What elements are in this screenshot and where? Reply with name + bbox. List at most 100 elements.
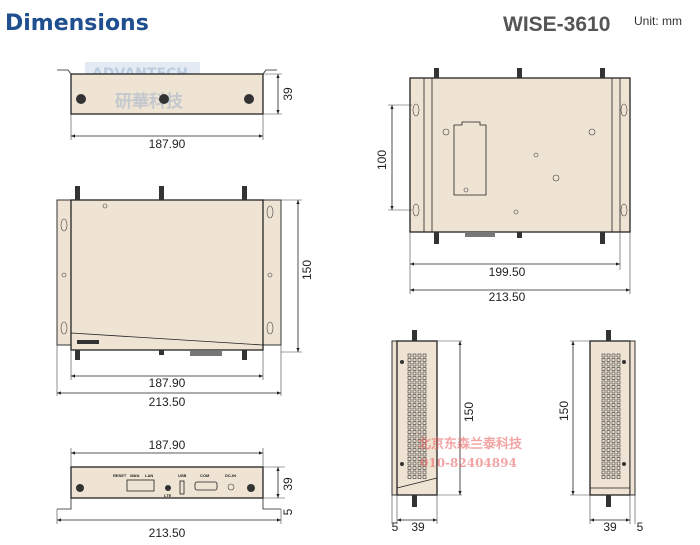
model-name: WISE-3610 <box>503 13 610 36</box>
vent-hole <box>606 416 611 421</box>
vent-hole <box>407 475 412 479</box>
vent-hole <box>417 362 422 367</box>
vent-hole <box>422 407 427 412</box>
vent-hole <box>417 457 422 461</box>
vent-hole <box>611 470 616 475</box>
vent-hole <box>611 425 616 430</box>
vent-hole <box>611 407 616 412</box>
vent-hole <box>407 466 412 470</box>
vent-hole <box>407 403 412 407</box>
vent-hole <box>417 412 422 416</box>
vent-hole <box>616 439 621 443</box>
vent-hole <box>407 448 412 452</box>
vent-hole <box>616 385 621 389</box>
vent-hole <box>601 385 606 389</box>
vent-hole <box>606 466 611 470</box>
vent-hole <box>611 475 616 479</box>
vent-hole <box>606 448 611 452</box>
vent-hole <box>417 371 422 376</box>
vent-hole <box>412 448 417 452</box>
vent-hole <box>417 425 422 430</box>
vent-hole <box>606 385 611 389</box>
vent-hole <box>601 376 606 380</box>
vent-hole <box>601 425 606 430</box>
port-dc-in: DC-IN <box>225 473 236 478</box>
vent-hole <box>616 434 621 439</box>
vent-hole <box>412 380 417 385</box>
vent-hole <box>417 421 422 425</box>
vent-hole <box>616 358 621 362</box>
vent-hole <box>611 367 616 371</box>
vent-hole <box>606 403 611 407</box>
vent-hole <box>422 448 427 452</box>
phone-watermark: 010-82404894 <box>420 456 517 470</box>
vent-hole <box>606 443 611 448</box>
vent-hole <box>412 389 417 394</box>
vent-hole <box>417 434 422 439</box>
vent-hole <box>407 412 412 416</box>
vent-hole <box>422 475 427 479</box>
vent-hole <box>422 457 427 461</box>
vent-hole <box>601 443 606 448</box>
vent-hole <box>407 385 412 389</box>
vent-hole <box>412 367 417 371</box>
dim-front-depth: 150 <box>300 260 314 280</box>
vent-hole <box>616 403 621 407</box>
dim-front-body-width: 187.90 <box>149 376 186 390</box>
dim-side-right-depth: 150 <box>557 401 571 421</box>
vent-hole <box>616 376 621 380</box>
vent-hole <box>407 362 412 367</box>
dim-bottom-outer-width: 213.50 <box>489 290 526 304</box>
vent-hole <box>611 461 616 466</box>
dim-side-left-flange: 5 <box>392 520 399 534</box>
vent-hole <box>601 353 606 358</box>
vent-hole <box>606 380 611 385</box>
vent-hole <box>422 461 427 466</box>
vent-hole <box>606 434 611 439</box>
vent-hole <box>601 380 606 385</box>
vent-hole <box>606 412 611 416</box>
vent-hole <box>412 412 417 416</box>
vent-hole <box>407 367 412 371</box>
vent-hole <box>422 421 427 425</box>
vent-hole <box>422 358 427 362</box>
vent-hole <box>417 452 422 457</box>
page-title: Dimensions <box>5 11 149 36</box>
port-wan: WAN <box>130 473 139 478</box>
vent-hole <box>616 416 621 421</box>
vent-hole <box>422 376 427 380</box>
vent-hole <box>616 367 621 371</box>
vent-hole <box>611 398 616 403</box>
vent-hole <box>606 421 611 425</box>
vent-hole <box>407 430 412 434</box>
vent-hole <box>601 457 606 461</box>
vent-hole <box>606 439 611 443</box>
vent-hole <box>412 358 417 362</box>
vent-hole <box>422 403 427 407</box>
vent-hole <box>606 461 611 466</box>
vent-hole <box>601 389 606 394</box>
vent-hole <box>611 430 616 434</box>
vent-hole <box>601 362 606 367</box>
dim-side-left-depth: 150 <box>462 402 476 422</box>
dealer-watermark: 北京东森兰泰科技 <box>418 436 523 452</box>
vent-hole <box>611 421 616 425</box>
vent-hole <box>611 353 616 358</box>
vent-hole <box>417 389 422 394</box>
vent-hole <box>412 353 417 358</box>
vent-hole <box>616 425 621 430</box>
vent-hole <box>601 470 606 475</box>
dim-front-outer-width: 213.50 <box>149 395 186 409</box>
side-left-view: 150 5 39 <box>391 330 476 534</box>
vent-hole <box>407 389 412 394</box>
vent-hole <box>606 358 611 362</box>
vent-hole <box>412 394 417 398</box>
vent-hole <box>412 475 417 479</box>
vent-hole <box>616 362 621 367</box>
vent-hole <box>422 466 427 470</box>
vent-hole <box>611 452 616 457</box>
vent-hole <box>616 389 621 394</box>
vent-hole <box>412 461 417 466</box>
vent-hole <box>412 434 417 439</box>
vent-hole <box>407 416 412 421</box>
